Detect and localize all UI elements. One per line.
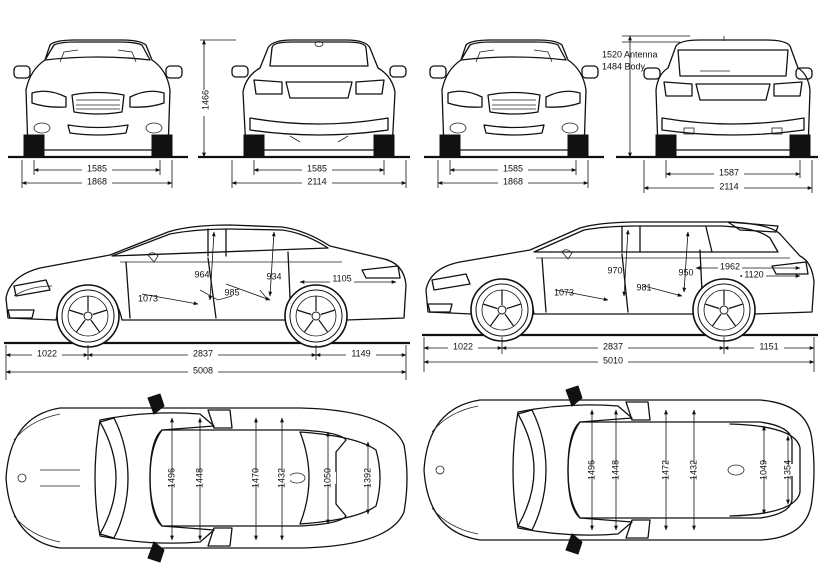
wagon-top-dim-1: 1496 [586, 460, 596, 480]
sedan-top-dim-5: 1050 [322, 468, 332, 488]
wagon-front-view: 1585 1868 [424, 39, 604, 188]
wagon-top-dim-4: 1432 [688, 460, 698, 480]
sedan-top-dim-1: 1496 [166, 468, 176, 488]
wagon-top-view: 1496 1448 1472 1432 1049 1354 [423, 385, 815, 555]
sedan-front-legroom-label: 1073 [138, 293, 158, 303]
sedan-rear-headroom-label: 934 [266, 271, 281, 281]
sedan-front-track-label: 1585 [87, 163, 107, 173]
wagon-rear-legroom-label: 981 [636, 282, 651, 292]
wagon-rear-width-label: 2114 [719, 181, 738, 191]
sedan-top-dim-3: 1470 [250, 468, 260, 488]
sedan-rear-legroom-label: 985 [224, 287, 239, 297]
sedan-top-view: 1496 1448 1470 1432 1050 1392 [5, 393, 408, 563]
wagon-front-headroom-label: 970 [607, 265, 622, 275]
wagon-cargo-length-label: 1962 [720, 261, 740, 271]
sedan-side-view: 964 934 1105 1073 985 1022 2837 1149 500… [4, 224, 410, 380]
sedan-height-label: 1466 [200, 90, 210, 110]
wagon-rear-track-label: 1587 [719, 167, 739, 177]
sedan-rear-track-label: 1585 [307, 163, 327, 173]
wagon-top-dim-3: 1472 [660, 460, 670, 480]
wagon-rear-headroom-label: 950 [678, 267, 693, 277]
wagon-front-overhang-label: 1022 [453, 341, 473, 351]
wagon-body-height-label: 1484 Body [602, 61, 646, 71]
wagon-length-label: 5010 [603, 355, 623, 365]
sedan-front-headroom-label: 964 [194, 269, 209, 279]
sedan-top-dim-6: 1392 [362, 468, 372, 488]
sedan-rear-width-label: 2114 [307, 176, 326, 186]
wagon-rear-overhang-label: 1151 [759, 341, 778, 351]
sedan-wheelbase-label: 2837 [193, 348, 213, 358]
wagon-cargo-length-short-label: 1120 [744, 269, 763, 279]
sedan-trunk-label: 1105 [332, 273, 351, 283]
wagon-top-dim-2: 1448 [610, 460, 620, 480]
wagon-wheelbase-label: 2837 [603, 341, 623, 351]
sedan-front-width-label: 1868 [87, 176, 107, 186]
sedan-front-overhang-label: 1022 [37, 348, 57, 358]
wagon-rear-view: 1520 Antenna 1484 Body 1587 2114 [602, 35, 818, 193]
wagon-antenna-height-label: 1520 Antenna [602, 49, 658, 59]
wagon-side-view: 970 950 1962 1120 1073 981 1022 2837 115… [422, 221, 818, 372]
wagon-front-legroom-label: 1073 [554, 287, 574, 297]
sedan-top-dim-4: 1432 [276, 468, 286, 488]
sedan-top-dim-2: 1448 [194, 468, 204, 488]
sedan-rear-overhang-label: 1149 [351, 348, 370, 358]
sedan-rear-view: 1466 1585 2114 [198, 39, 410, 188]
sedan-length-label: 5008 [193, 365, 213, 375]
wagon-top-dim-6: 1354 [782, 460, 792, 480]
wagon-front-track-label: 1585 [503, 163, 523, 173]
wagon-front-width-label: 1868 [503, 176, 523, 186]
sedan-front-view: 1585 1868 [8, 39, 188, 188]
wagon-top-dim-5: 1049 [758, 460, 768, 480]
